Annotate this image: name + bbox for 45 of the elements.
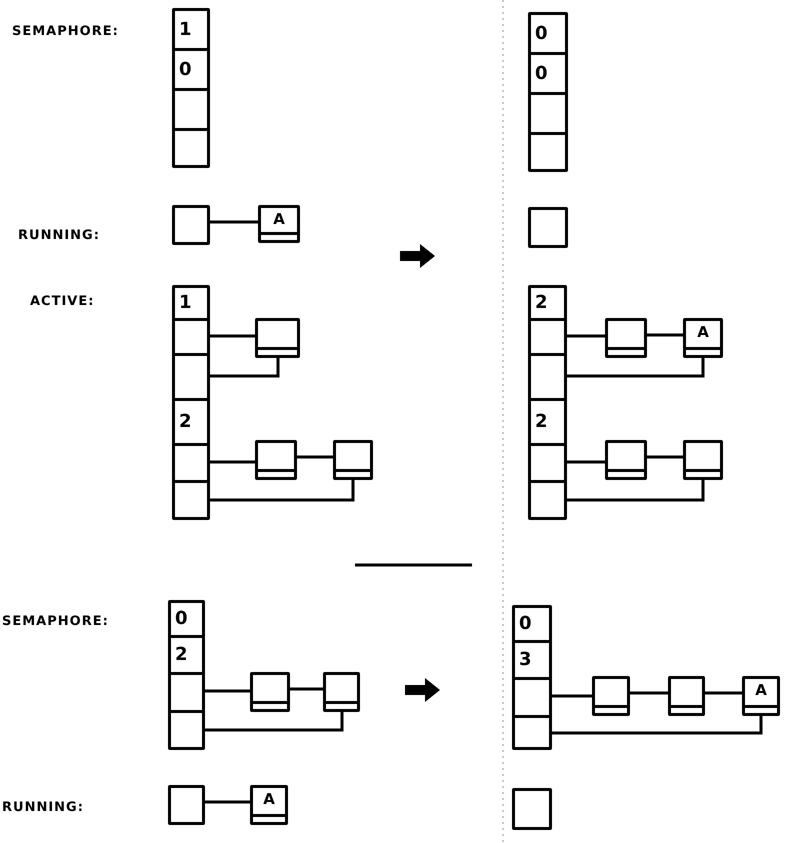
record-box xyxy=(333,440,373,480)
row-label: RUNNING: xyxy=(18,228,100,243)
array-box xyxy=(528,285,567,520)
cell-value: 2 xyxy=(179,412,192,432)
record-box xyxy=(605,440,647,480)
record-box xyxy=(683,318,723,358)
cell-value: 0 xyxy=(175,609,188,629)
cell-value: 2 xyxy=(535,293,548,313)
record-box xyxy=(258,205,300,243)
array-box xyxy=(512,605,552,750)
array-box xyxy=(172,8,210,168)
cell-value: 0 xyxy=(535,64,548,84)
array-box xyxy=(528,12,568,172)
pointer-box xyxy=(168,785,205,825)
cell-value: 2 xyxy=(535,412,548,432)
row-label: RUNNING: xyxy=(2,800,84,815)
record-box xyxy=(742,676,780,716)
row-label: ACTIVE: xyxy=(30,294,94,309)
record-box xyxy=(250,672,290,712)
array-box xyxy=(168,600,205,750)
row-label: SEMAPHORE: xyxy=(12,24,119,39)
cell-value: 0 xyxy=(179,60,192,80)
record-box xyxy=(683,440,723,480)
record-box xyxy=(323,672,360,712)
cell-value: 3 xyxy=(519,650,532,670)
cell-value: 1 xyxy=(179,293,192,313)
pointer-box xyxy=(528,207,568,248)
record-box xyxy=(605,318,647,358)
array-box xyxy=(172,285,210,520)
row-label: SEMAPHORE: xyxy=(2,614,109,629)
record-box xyxy=(592,676,630,716)
cell-value: 0 xyxy=(535,24,548,44)
record-box xyxy=(668,676,705,716)
process-name: A xyxy=(696,323,710,341)
process-name: A xyxy=(754,681,768,699)
cell-value: 2 xyxy=(175,645,188,665)
pointer-box xyxy=(512,788,552,830)
process-name: A xyxy=(272,210,286,228)
record-box xyxy=(255,440,297,480)
pointer-box xyxy=(172,205,210,245)
process-name: A xyxy=(262,790,276,808)
cell-value: 0 xyxy=(519,614,532,634)
record-box xyxy=(250,785,288,825)
record-box xyxy=(255,318,300,358)
cell-value: 1 xyxy=(179,20,192,40)
